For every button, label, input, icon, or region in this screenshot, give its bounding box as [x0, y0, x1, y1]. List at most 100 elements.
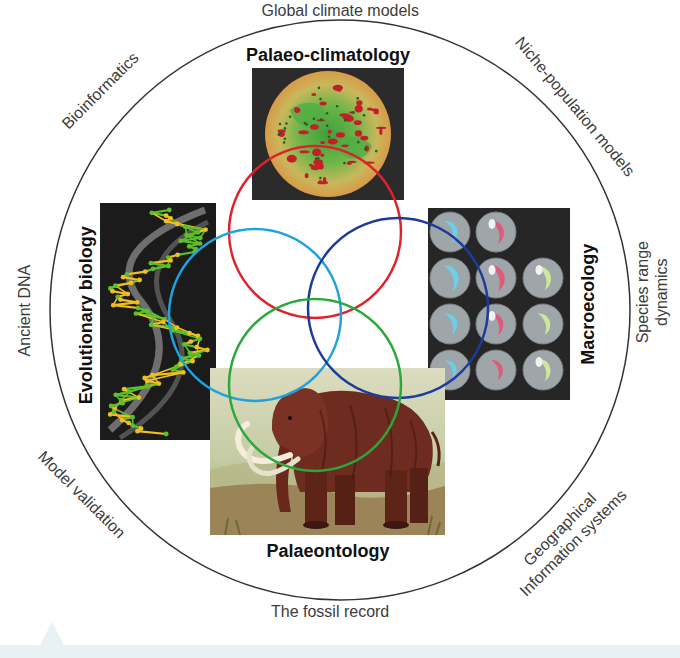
- map-mark: [360, 136, 368, 141]
- picture-panel: Palaeo-climatology: [252, 68, 404, 200]
- range-map: [489, 265, 504, 291]
- dna-strand: [129, 280, 134, 285]
- map-mark: [279, 132, 282, 135]
- dna-strand: [110, 280, 139, 288]
- ring-label: Geographical Information systems: [498, 468, 635, 605]
- dna-strand: [113, 283, 118, 288]
- dna-strand: [145, 308, 150, 313]
- range-map: [489, 219, 496, 229]
- dna-strand: [143, 269, 148, 274]
- range-map: [430, 258, 470, 298]
- dna-strand: [137, 278, 142, 283]
- map-mark: [375, 150, 378, 153]
- dna-strand: [187, 244, 192, 249]
- panel-title: Palaeontology: [267, 541, 390, 562]
- dna-strand: [194, 345, 199, 350]
- outer-circle: [50, 20, 630, 600]
- dna-strand: [120, 418, 125, 423]
- map-mark: [357, 141, 360, 144]
- range-maps-picture: [428, 208, 570, 400]
- map-mark: [354, 120, 362, 125]
- map-mark: [364, 148, 367, 151]
- venn-circle: [169, 146, 488, 471]
- map-mark: [284, 137, 287, 140]
- dna-strand: [184, 233, 189, 238]
- dna-strand: [175, 252, 180, 257]
- dna-strand: [122, 387, 127, 392]
- dna-strand: [166, 221, 205, 229]
- dna-strand: [113, 392, 118, 397]
- dna-strand: [195, 230, 200, 235]
- range-map: [489, 265, 496, 275]
- map-mark: [319, 102, 326, 106]
- map-mark: [328, 130, 332, 134]
- dna-strand: [149, 210, 154, 215]
- map-mark: [344, 119, 347, 122]
- ring-label: Ancient DNA: [15, 264, 34, 356]
- map-mark: [313, 159, 323, 165]
- dna-strand: [111, 398, 139, 406]
- dna-strand: [151, 266, 156, 271]
- dna-strand: [198, 336, 203, 341]
- range-map: [443, 265, 458, 291]
- dna-strand: [175, 325, 180, 330]
- dna-strand: [166, 264, 171, 269]
- dna-strand: [123, 277, 139, 280]
- map-mark: [379, 128, 382, 135]
- dna-strand: [149, 261, 154, 266]
- dna-strand: [120, 401, 125, 406]
- dna-strand: [152, 213, 166, 221]
- mammoth-picture: [288, 416, 292, 420]
- dna-strand: [173, 330, 200, 338]
- dna-strand: [126, 420, 131, 425]
- range-map: [430, 304, 470, 344]
- dna-strand: [130, 423, 135, 428]
- venn-circle: [308, 218, 488, 398]
- map-mark: [326, 112, 329, 115]
- mammoth-picture: [410, 468, 428, 523]
- mammoth-picture: [335, 475, 355, 525]
- map-mark: [317, 157, 320, 160]
- map-mark: [326, 124, 329, 127]
- dna-network-picture: [100, 203, 216, 440]
- map-mark: [349, 111, 354, 114]
- mammoth-picture: [225, 516, 440, 535]
- panel-title: Palaeo-climatology: [246, 45, 410, 66]
- range-map: [536, 265, 543, 275]
- dna-strand: [198, 236, 203, 241]
- dna-strand: [181, 241, 200, 244]
- dna-strand: [137, 431, 166, 434]
- map-mark: [336, 105, 339, 108]
- map-mark: [305, 123, 308, 126]
- venn-circle: [229, 299, 401, 471]
- dna-strand: [175, 222, 180, 227]
- range-map: [523, 304, 563, 344]
- dna-strand: [118, 297, 123, 302]
- picture-panel: Palaeontology: [210, 368, 445, 535]
- dna-strand: [113, 305, 138, 308]
- map-mark: [328, 136, 331, 139]
- range-map: [489, 311, 496, 321]
- map-mark: [319, 177, 322, 180]
- dna-strand: [130, 415, 135, 420]
- ring-label: The fossil record: [271, 602, 389, 621]
- ring-label: Model validation: [34, 446, 129, 541]
- map-mark: [355, 130, 362, 136]
- dna-strand: [108, 412, 113, 417]
- map-mark: [313, 117, 316, 120]
- dna-strand: [110, 414, 132, 417]
- map-mark: [320, 141, 325, 144]
- map-mark: [305, 173, 309, 178]
- map-mark: [343, 162, 346, 165]
- map-mark: [328, 138, 338, 144]
- dna-network-picture: [100, 203, 216, 440]
- map-mark: [298, 130, 308, 134]
- dna-strand: [190, 359, 195, 364]
- map-mark: [317, 119, 326, 121]
- range-map: [476, 350, 516, 390]
- map-mark: [312, 148, 321, 156]
- dna-strand: [188, 339, 193, 344]
- ring-label: Global climate models: [262, 1, 419, 20]
- dna-strand: [135, 300, 140, 305]
- map-mark: [365, 146, 369, 152]
